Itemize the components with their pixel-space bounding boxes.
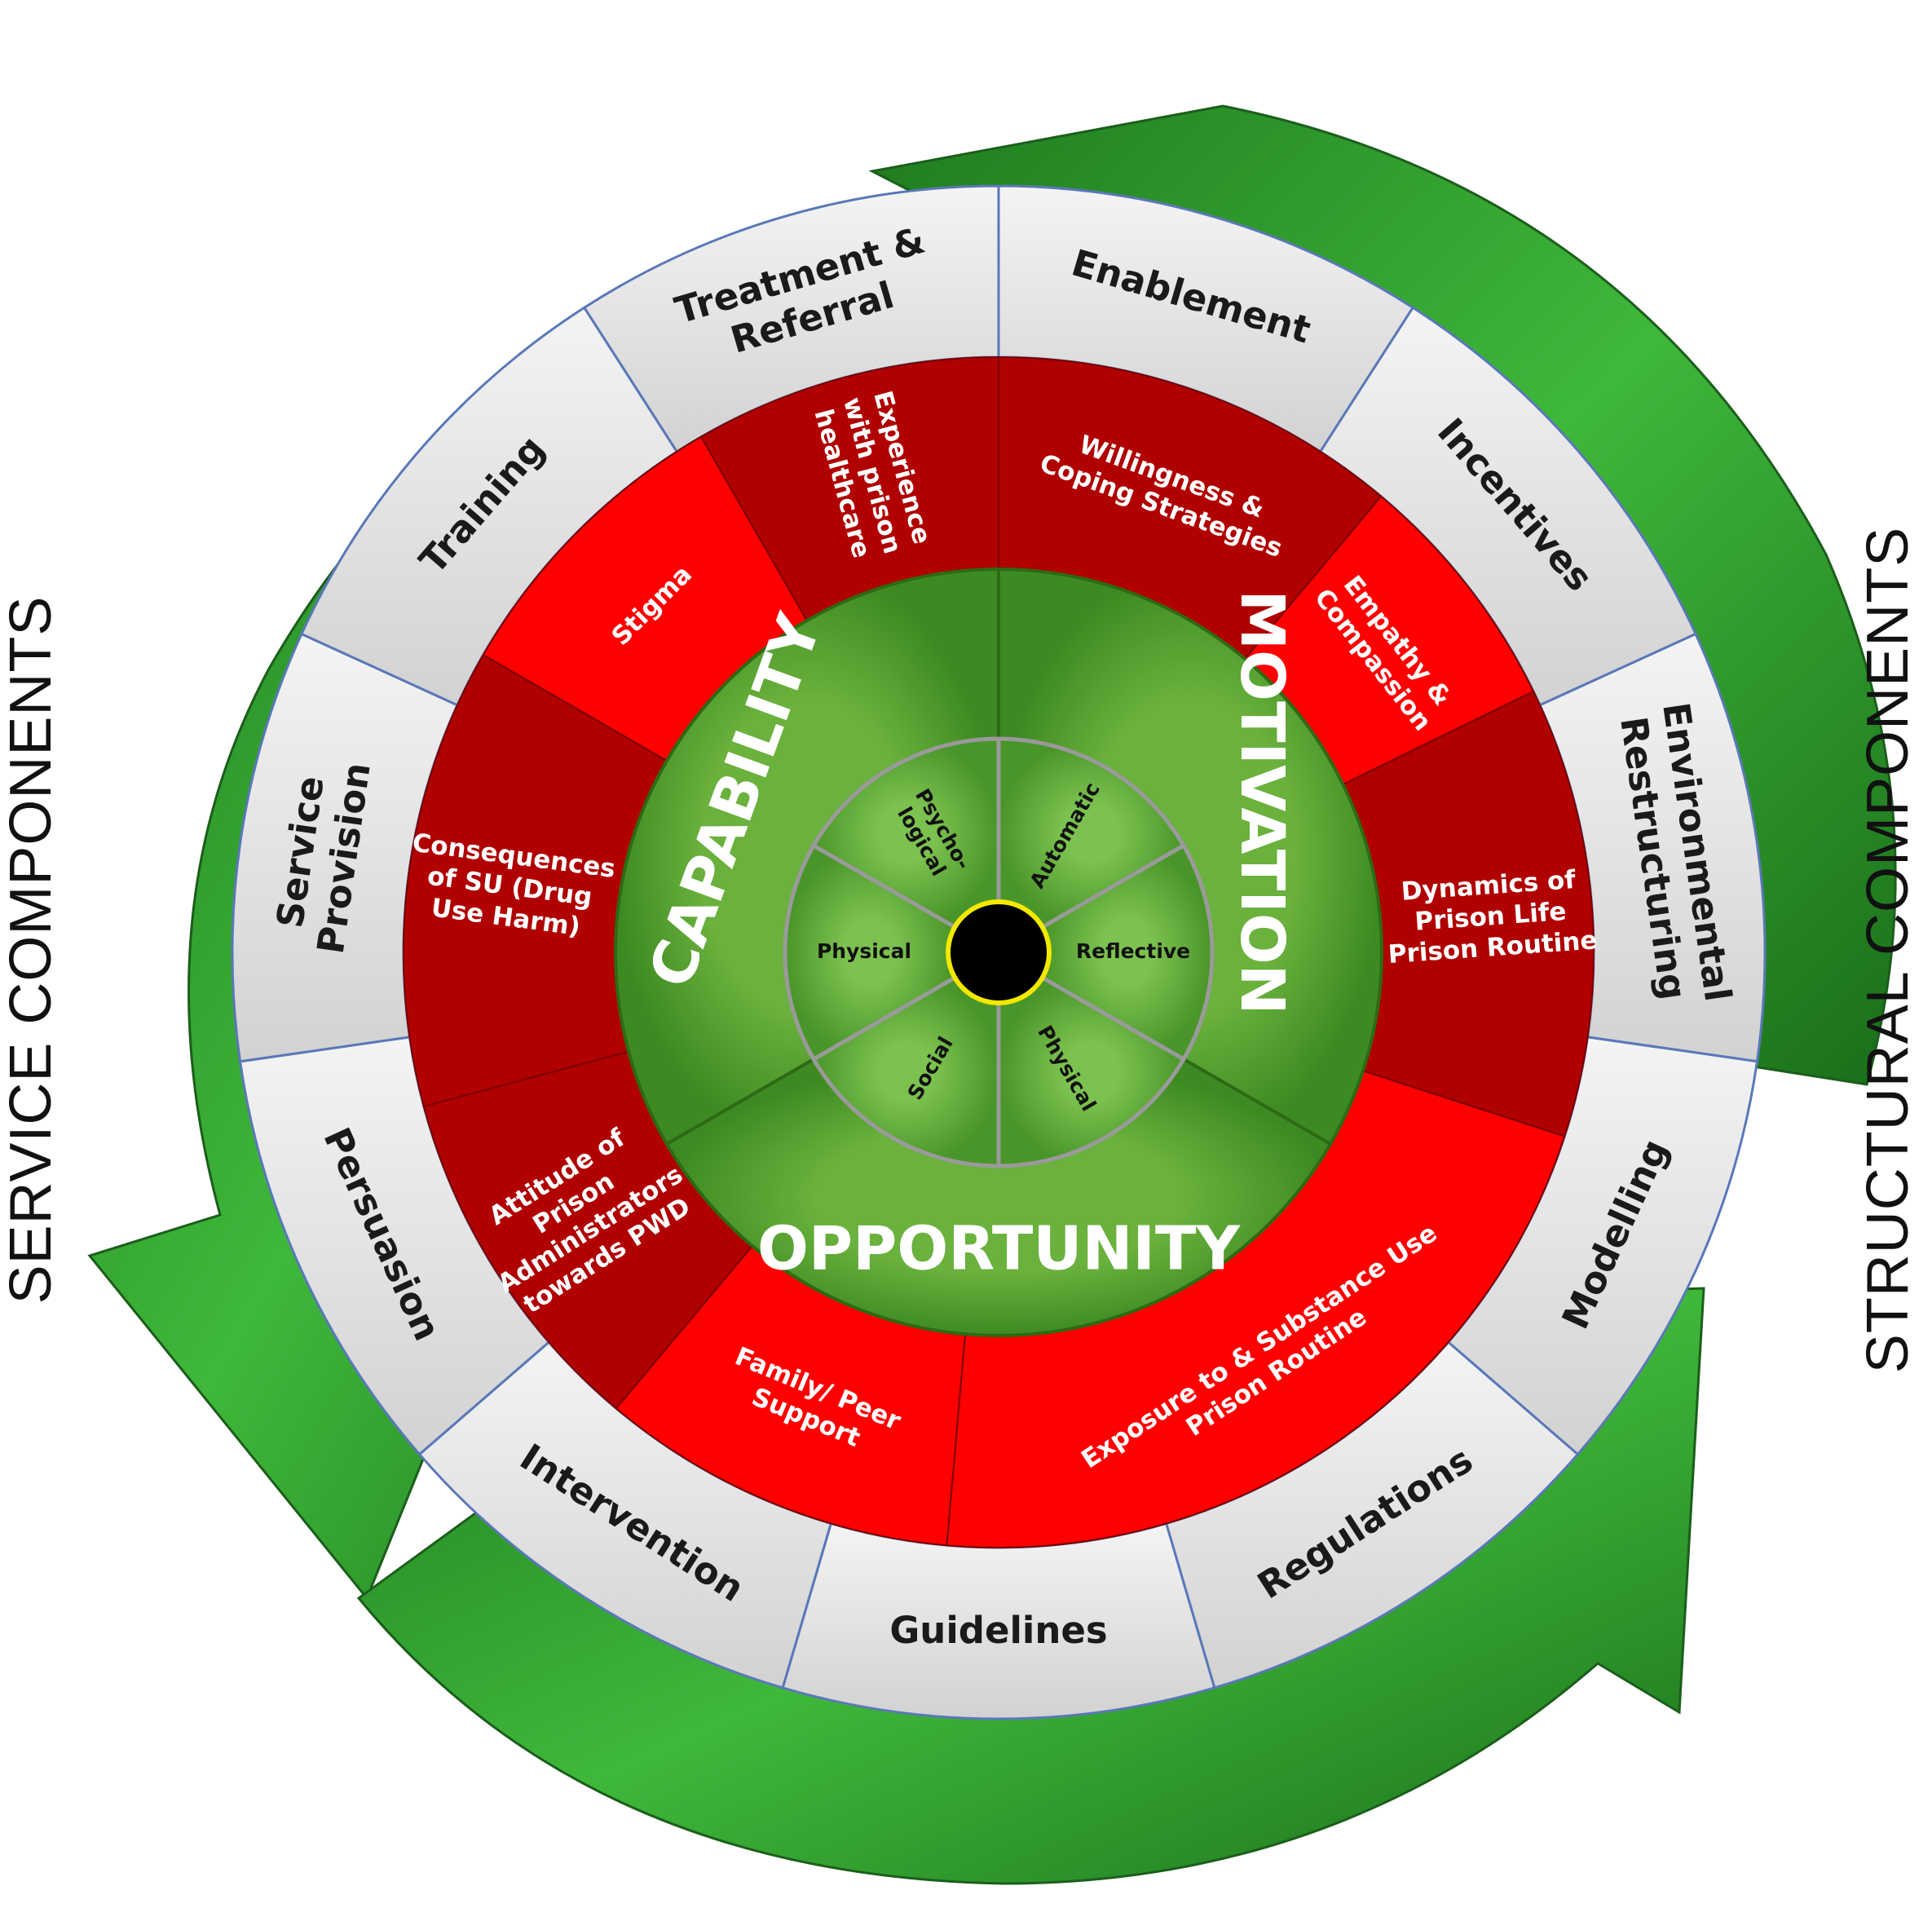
com-segment-label: MOTIVATION: [1227, 590, 1297, 1014]
hub-circle: [946, 899, 1052, 1005]
structural-components-label: STRUCTURAL COMPONENTS: [1855, 527, 1921, 1373]
com-segment-label: OPPORTUNITY: [757, 1214, 1241, 1284]
outer-segment-label: Guidelines: [889, 1609, 1107, 1652]
inner-segment-label: Physical: [817, 939, 911, 963]
com-segment-label-line: OPPORTUNITY: [757, 1214, 1241, 1284]
inner-segment-label-line: Reflective: [1076, 939, 1190, 963]
inner-ring-subcomponents: AutomaticReflectivePhysicalSocialPhysica…: [783, 736, 1215, 1168]
com-segment-label-line: MOTIVATION: [1227, 590, 1297, 1014]
outer-ring-policy-categories: EnablementIncentivesEnvironmentalRestruc…: [231, 184, 1767, 1720]
outer-segment-label-line: Guidelines: [889, 1609, 1107, 1652]
inner-segment-label: Reflective: [1076, 939, 1190, 963]
service-components-label: SERVICE COMPONENTS: [0, 596, 64, 1305]
inner-segment-label-line: Physical: [817, 939, 911, 963]
